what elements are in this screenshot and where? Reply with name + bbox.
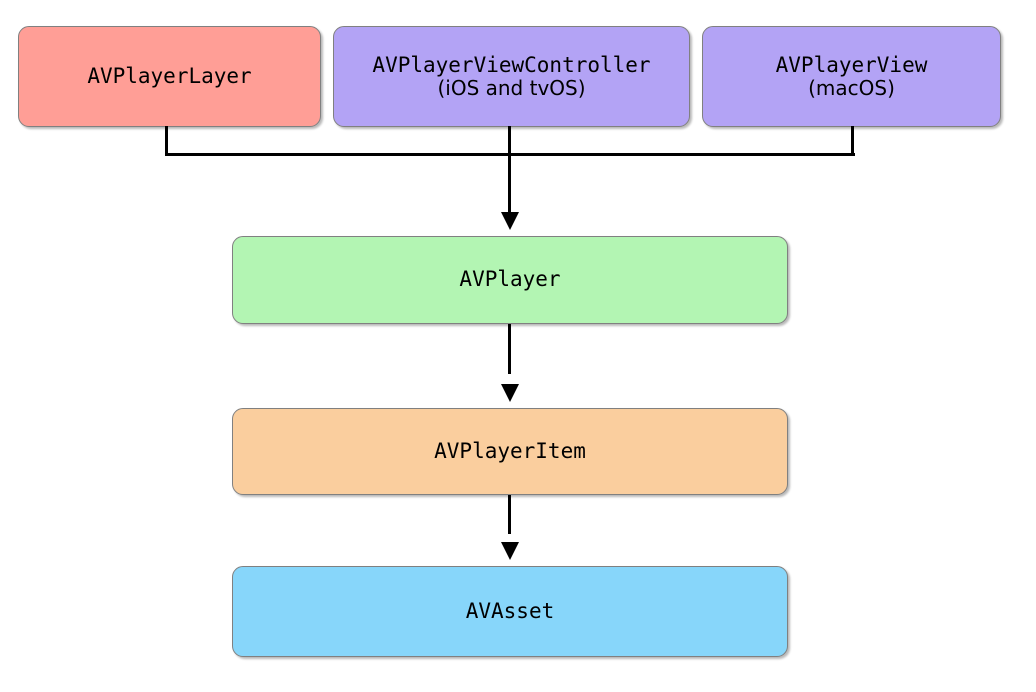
edge-bus-to-avplayer-line [508,153,511,216]
edge-avplayerview-stub [851,126,854,156]
node-avplayerviewcontroller-title: AVPlayerViewController [372,52,651,77]
node-avplayer-title: AVPlayer [459,267,561,292]
node-avplayeritem-title: AVPlayerItem [434,438,586,463]
node-avplayerviewcontroller-subtitle: (iOS and tvOS) [437,76,586,101]
node-avplayerview[interactable]: AVPlayerView (macOS) [702,26,1001,127]
node-avplayerviewcontroller[interactable]: AVPlayerViewController (iOS and tvOS) [333,26,690,127]
node-avplayerview-subtitle: (macOS) [808,76,895,101]
node-avplayer[interactable]: AVPlayer [232,236,788,324]
edge-avplayeritem-to-avasset-line [508,495,511,534]
node-avasset-title: AVAsset [465,598,555,623]
edge-bus-to-avplayer-arrowhead [500,212,519,230]
node-avplayeritem[interactable]: AVPlayerItem [232,408,788,495]
edge-avplayer-to-avplayeritem-line [508,324,511,374]
node-avplayerview-title: AVPlayerView [775,52,928,77]
edge-avplayerviewcontroller-stub [508,126,511,156]
edge-avplayerlayer-stub [165,126,168,156]
node-avplayerlayer[interactable]: AVPlayerLayer [18,26,321,127]
edge-avplayeritem-to-avasset-arrowhead [500,542,519,560]
node-avplayerlayer-title: AVPlayerLayer [87,63,252,88]
node-avasset[interactable]: AVAsset [232,566,788,657]
edge-avplayer-to-avplayeritem-arrowhead [500,384,519,402]
